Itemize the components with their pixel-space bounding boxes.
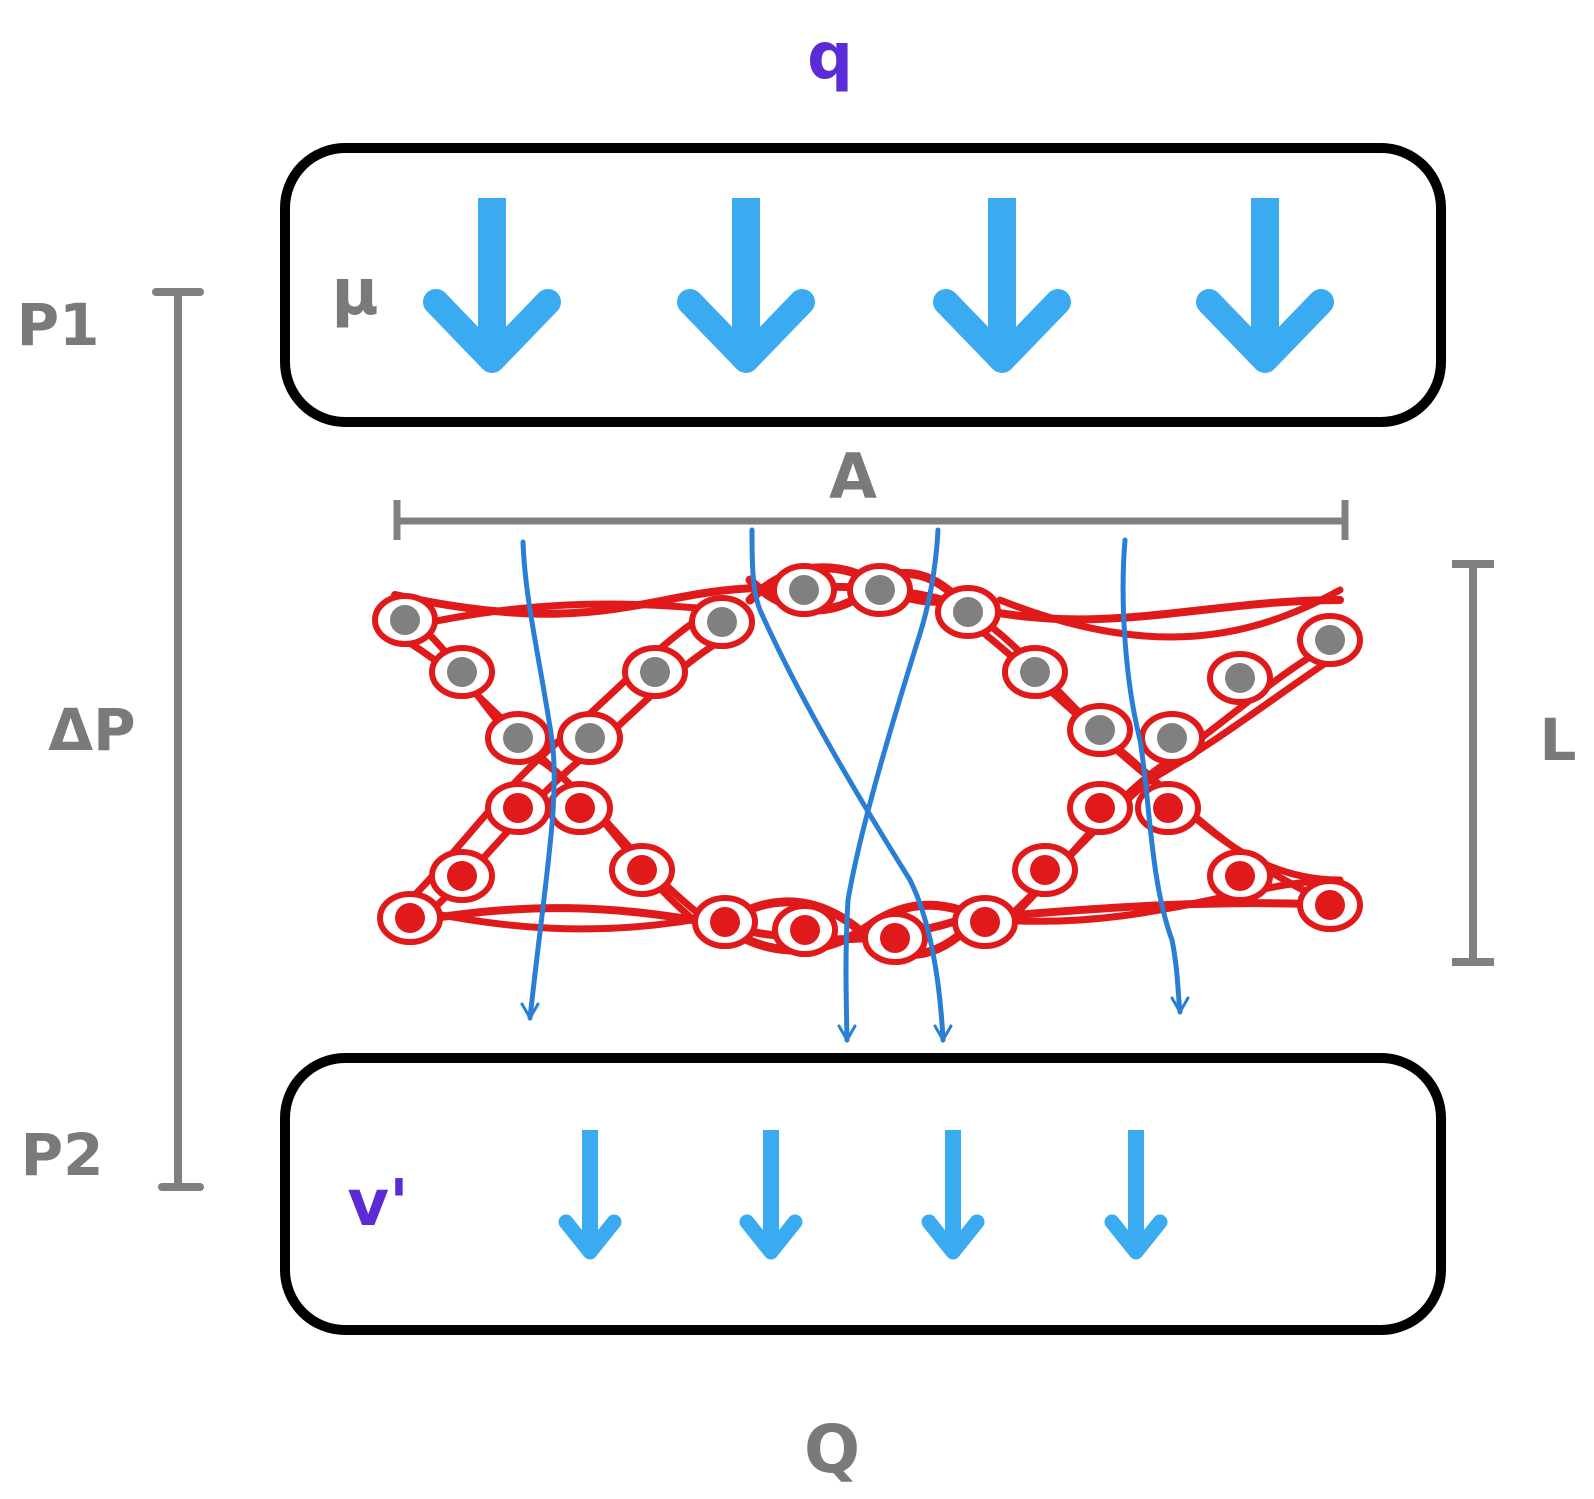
network-node bbox=[377, 891, 443, 945]
network-node bbox=[1135, 781, 1201, 835]
network-node bbox=[1067, 781, 1133, 835]
outflow-arrows bbox=[558, 1130, 1168, 1260]
label-big-q: Q bbox=[804, 1411, 860, 1488]
network-node bbox=[372, 593, 438, 647]
flow-strand bbox=[749, 527, 953, 1044]
network-node bbox=[689, 595, 755, 649]
inflow-arrow-icon bbox=[1196, 198, 1334, 373]
network-nodes bbox=[372, 563, 1363, 965]
network-node bbox=[485, 711, 551, 765]
flow-strands bbox=[520, 527, 1190, 1044]
network-node bbox=[557, 711, 623, 765]
membrane-network bbox=[372, 527, 1363, 1044]
network-node bbox=[1067, 703, 1133, 757]
network-node bbox=[935, 585, 1001, 639]
network-node bbox=[952, 895, 1018, 949]
upper-chamber-box bbox=[280, 143, 1446, 427]
network-node bbox=[1207, 849, 1273, 903]
network-node bbox=[547, 781, 613, 835]
inflow-arrow-icon bbox=[423, 198, 561, 373]
flow-strand bbox=[837, 527, 941, 1044]
network-node bbox=[771, 563, 837, 617]
network-node bbox=[1012, 843, 1078, 897]
network-node bbox=[1207, 651, 1273, 705]
network-node bbox=[772, 903, 838, 957]
network-node bbox=[1297, 613, 1363, 667]
network-node bbox=[1002, 645, 1068, 699]
inflow-arrow-icon bbox=[677, 198, 815, 373]
flow-strand bbox=[520, 539, 557, 1022]
label-q: q bbox=[807, 20, 853, 94]
label-p1: P1 bbox=[17, 291, 100, 359]
network-node bbox=[847, 563, 913, 617]
network-fiber bbox=[996, 876, 1344, 925]
thickness-dimension-line bbox=[1452, 560, 1494, 966]
area-dimension-line bbox=[393, 500, 1349, 540]
network-fiber bbox=[391, 600, 724, 634]
label-delta-p: ΔP bbox=[48, 696, 135, 764]
label-p2: P2 bbox=[21, 1121, 104, 1189]
network-node bbox=[622, 645, 688, 699]
outflow-arrow-icon bbox=[739, 1130, 803, 1260]
network-node bbox=[429, 645, 495, 699]
label-mu: μ bbox=[331, 256, 378, 330]
pressure-bracket bbox=[152, 288, 204, 1191]
network-node bbox=[692, 895, 758, 949]
network-fiber bbox=[996, 586, 1344, 641]
network-fiber bbox=[391, 901, 724, 933]
network-node bbox=[862, 911, 928, 965]
network-node bbox=[485, 781, 551, 835]
label-v-prime: v' bbox=[347, 1167, 408, 1241]
outflow-arrow-icon bbox=[558, 1130, 622, 1260]
inflow-arrow-icon bbox=[933, 198, 1071, 373]
network-fibers bbox=[391, 563, 1344, 959]
label-l: L bbox=[1540, 706, 1577, 774]
network-node bbox=[1139, 711, 1205, 765]
label-a: A bbox=[829, 440, 877, 513]
network-node bbox=[429, 849, 495, 903]
outflow-arrow-icon bbox=[1104, 1130, 1168, 1260]
outflow-arrow-icon bbox=[921, 1130, 985, 1260]
flow-strand bbox=[1120, 537, 1190, 1016]
inflow-arrows bbox=[423, 198, 1334, 373]
network-node bbox=[1297, 878, 1363, 932]
lower-chamber-box bbox=[280, 1053, 1446, 1335]
network-node bbox=[609, 843, 675, 897]
